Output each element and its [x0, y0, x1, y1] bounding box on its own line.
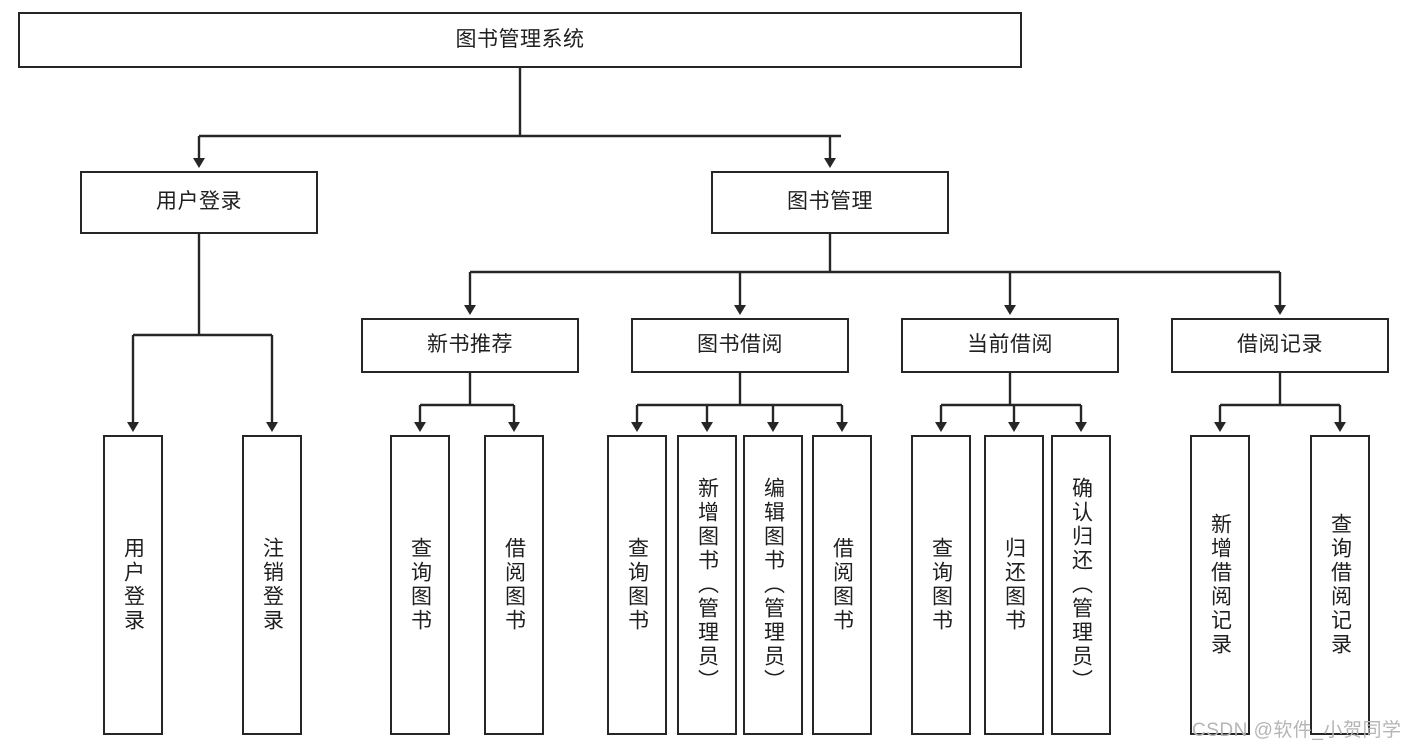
node-book-borrow-label: 图书借阅	[697, 333, 783, 357]
leaf-logout[interactable]: 注销登录	[242, 435, 302, 735]
leaf-borrow-book[interactable]: 借阅图书	[812, 435, 872, 735]
leaf-borrow-query-book-label: 查询图书	[625, 537, 649, 633]
node-book-management-label: 图书管理	[787, 190, 873, 214]
leaf-edit-book-admin-label: 编辑图书（管理员）	[761, 477, 785, 693]
node-user-login[interactable]: 用户登录	[80, 171, 318, 234]
node-borrow-record[interactable]: 借阅记录	[1171, 318, 1389, 373]
leaf-add-book-admin-label: 新增图书（管理员）	[695, 477, 719, 693]
node-root-label: 图书管理系统	[455, 27, 585, 51]
node-new-book-recommend[interactable]: 新书推荐	[361, 318, 579, 373]
leaf-logout-label: 注销登录	[260, 537, 284, 633]
leaf-query-borrow-record[interactable]: 查询借阅记录	[1310, 435, 1370, 735]
leaf-confirm-return-admin-label: 确认归还（管理员）	[1069, 477, 1093, 693]
leaf-borrow-query-book[interactable]: 查询图书	[607, 435, 667, 735]
leaf-user-login[interactable]: 用户登录	[103, 435, 163, 735]
leaf-borrow-book-label: 借阅图书	[830, 537, 854, 633]
leaf-current-query-book[interactable]: 查询图书	[911, 435, 971, 735]
node-user-login-label: 用户登录	[156, 190, 242, 214]
leaf-newbook-query-book-label: 查询图书	[408, 537, 432, 633]
node-root[interactable]: 图书管理系统	[18, 12, 1022, 68]
node-borrow-record-label: 借阅记录	[1237, 333, 1323, 357]
node-book-borrow[interactable]: 图书借阅	[631, 318, 849, 373]
leaf-query-borrow-record-label: 查询借阅记录	[1328, 513, 1352, 657]
leaf-newbook-borrow-book[interactable]: 借阅图书	[484, 435, 544, 735]
leaf-add-borrow-record-label: 新增借阅记录	[1208, 513, 1232, 657]
leaf-add-borrow-record[interactable]: 新增借阅记录	[1190, 435, 1250, 735]
leaf-newbook-borrow-book-label: 借阅图书	[502, 537, 526, 633]
leaf-confirm-return-admin[interactable]: 确认归还（管理员）	[1051, 435, 1111, 735]
leaf-user-login-label: 用户登录	[121, 537, 145, 633]
leaf-return-book[interactable]: 归还图书	[984, 435, 1044, 735]
leaf-newbook-query-book[interactable]: 查询图书	[390, 435, 450, 735]
leaf-add-book-admin[interactable]: 新增图书（管理员）	[677, 435, 737, 735]
node-current-borrow[interactable]: 当前借阅	[901, 318, 1119, 373]
node-book-management[interactable]: 图书管理	[711, 171, 949, 234]
node-current-borrow-label: 当前借阅	[967, 333, 1053, 357]
node-new-book-recommend-label: 新书推荐	[427, 333, 513, 357]
leaf-current-query-book-label: 查询图书	[929, 537, 953, 633]
leaf-return-book-label: 归还图书	[1002, 537, 1026, 633]
leaf-edit-book-admin[interactable]: 编辑图书（管理员）	[743, 435, 803, 735]
csdn-watermark: CSDN @软件_小贺同学	[1192, 720, 1402, 741]
